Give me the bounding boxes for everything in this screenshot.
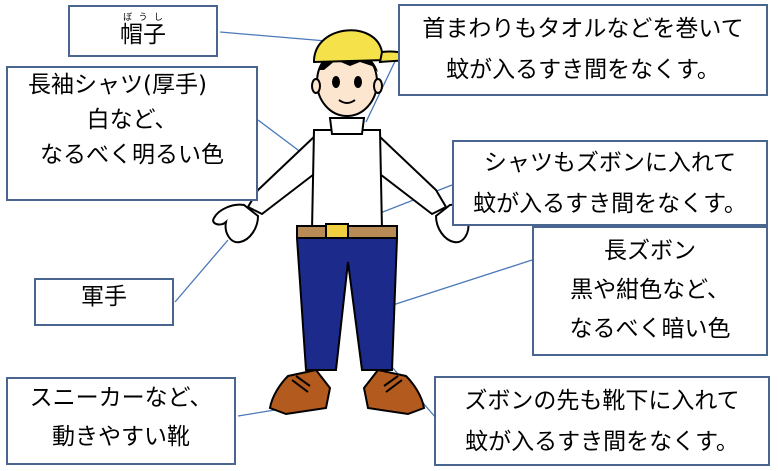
label-hat: 帽子ぼうし [68, 5, 218, 57]
hat-line-1: 帽子ぼうし [120, 13, 166, 48]
towel-line-1: 首まわりもタオルなどを巻いて [422, 16, 744, 42]
long-sleeve-line-3: なるべく明るい色 [40, 142, 224, 168]
long-sleeve-line-1: 長袖シャツ(厚手) [28, 72, 207, 98]
long-pants-line-3: なるべく暗い色 [569, 316, 731, 342]
tuck-pants-line-2: 蚊が入るすき間をなくす。 [465, 429, 739, 455]
long-pants-line-1: 長ズボン [604, 238, 696, 264]
left-glove [212, 203, 260, 244]
gloves-line-1: 軍手 [81, 284, 127, 310]
shirt [310, 129, 384, 231]
right-ear [373, 78, 383, 94]
left-shoe-laces [291, 375, 311, 393]
label-tuck-pants: ズボンの先も靴下に入れて 蚊が入るすき間をなくす。 [434, 376, 770, 466]
left-eye [332, 76, 340, 88]
cap [313, 29, 390, 64]
towel-line-2: 蚊が入るすき間をなくす。 [446, 57, 720, 83]
left-ear [311, 78, 321, 94]
long-sleeve-line-2: 白など、 [86, 107, 178, 133]
tuck-shirt-line-1: シャツもズボンに入れて [483, 150, 737, 176]
left-sleeve [246, 133, 324, 216]
tuck-pants-line-1: ズボンの先も靴下に入れて [464, 388, 740, 414]
collar [328, 117, 366, 135]
sneakers-line-1: スニーカーなど、 [29, 385, 213, 411]
label-long-pants: 長ズボン 黒や紺色など、 なるべく暗い色 [532, 226, 768, 356]
label-towel: 首まわりもタオルなどを巻いて 蚊が入るすき間をなくす。 [398, 4, 768, 96]
tuck-shirt-line-2: 蚊が入るすき間をなくす。 [473, 191, 747, 217]
mouth [338, 99, 356, 104]
label-tuck-shirt: シャツもズボンに入れて 蚊が入るすき間をなくす。 [452, 140, 768, 226]
label-long-sleeve: 長袖シャツ(厚手) 白など、 なるべく明るい色 [6, 66, 258, 201]
right-eye [354, 76, 362, 88]
leader-hat [219, 31, 339, 43]
right-shoe [362, 368, 426, 416]
long-pants-line-2: 黒や紺色など、 [570, 277, 730, 303]
leader-gloves [174, 239, 229, 303]
left-shoe [268, 368, 332, 416]
pants [295, 237, 399, 371]
label-sneakers: スニーカーなど、 動きやすい靴 [6, 377, 236, 465]
sneakers-line-2: 動きやすい靴 [52, 424, 190, 450]
label-gloves: 軍手 [34, 278, 174, 326]
right-shoe-laces [383, 375, 403, 393]
